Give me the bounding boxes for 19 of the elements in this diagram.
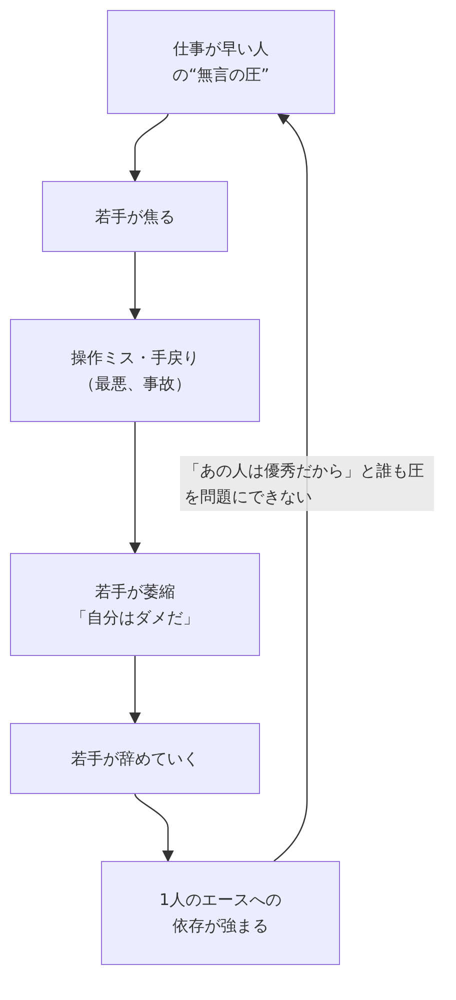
box-label: 若手が焦る (94, 206, 176, 228)
edge-label: 「あの人は優秀だから」と誰も圧を問題にできない (180, 456, 434, 512)
box-label: 若手が辞めていく (70, 748, 200, 770)
arrow (134, 794, 174, 862)
process-box (101, 861, 340, 965)
process-box (10, 723, 260, 794)
box-label: 1人のエースへの依存が強まる (158, 889, 282, 937)
process-box (10, 553, 260, 656)
arrow (129, 422, 141, 554)
process-box (107, 10, 335, 114)
box-label: 操作ミス・手戻り（最悪、事故） (70, 346, 200, 394)
box-label: 仕事が早い人の“無言の圧” (172, 38, 270, 86)
arrow (129, 252, 141, 320)
arrow (274, 113, 308, 862)
arrow (129, 656, 141, 724)
process-box (42, 181, 228, 252)
box-label: 若手が萎縮「自分はダメだ」 (70, 580, 200, 628)
process-box (10, 319, 260, 422)
arrow (129, 114, 169, 182)
